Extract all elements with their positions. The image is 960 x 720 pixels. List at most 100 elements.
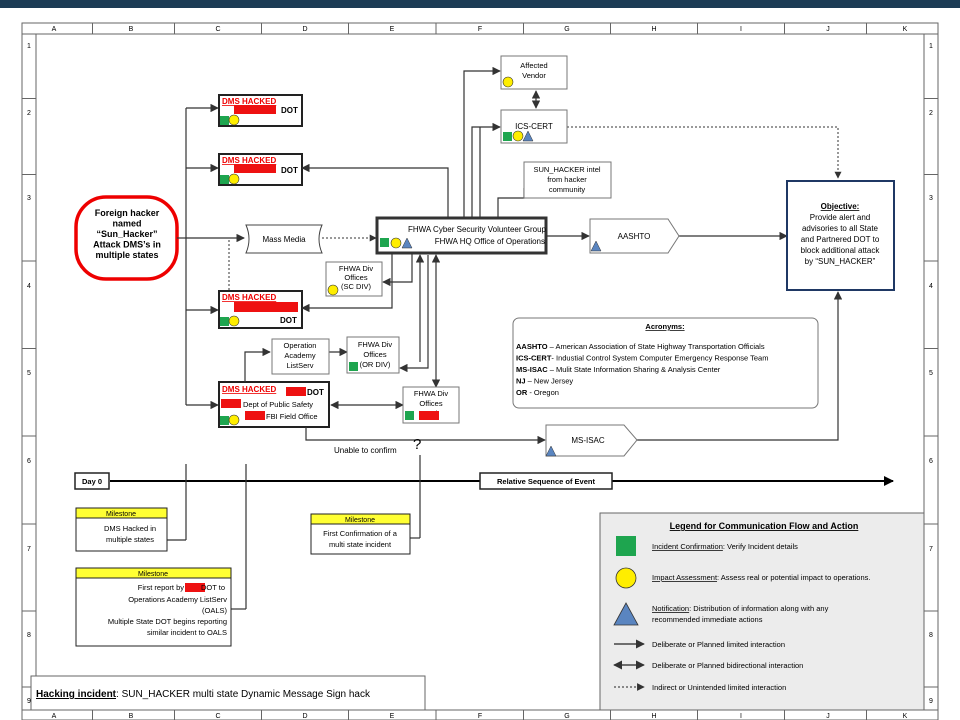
text-line: SUN_HACKER intel (533, 165, 600, 174)
dot-label: DOT (281, 166, 298, 175)
objective-title: Objective: (821, 202, 860, 211)
dms-hacked-node-3: DMS HACKED DOT (218, 290, 303, 329)
dot-label: DOT (281, 106, 298, 115)
column-label: G (564, 713, 569, 720)
text-line: (OR DIV) (360, 360, 391, 369)
row-label: 8 (929, 632, 933, 639)
fhwa-div-nj-node: FHWA DivOfficesDIV) (402, 386, 460, 424)
column-label: E (390, 713, 395, 720)
column-label: G (564, 26, 569, 33)
aashto-label: AASHTO (618, 232, 651, 241)
row-label: 6 (27, 458, 31, 465)
text-line: community (549, 185, 586, 194)
acronym-text: - Oregon (527, 388, 559, 397)
legend-item-3: Notification: Distribution of informatio… (652, 604, 829, 613)
text-line: Vendor (522, 71, 546, 80)
fhwa-hq-label: FHWA HQ Office of Operations (435, 237, 545, 246)
milestone-2-pre: First report by (138, 583, 185, 592)
redacted-bar (221, 399, 241, 408)
redacted-bar (185, 583, 205, 592)
incident-confirmation-icon (220, 317, 229, 326)
text-line: similar incident to OALS (147, 628, 227, 637)
text-line: ListServ (286, 361, 313, 370)
milestone-2-text: Operations Academy ListServ(OALS)Multipl… (108, 595, 228, 637)
ics-cert-label: ICS-CERT (515, 122, 553, 131)
footer-text: Hacking incident: SUN_HACKER multi state… (36, 689, 371, 700)
text-line: First Confirmation of a (323, 529, 398, 538)
text-line: Offices (363, 350, 386, 359)
text-line: Provide alert and (810, 213, 870, 222)
acronyms-title: Acronyms: (645, 322, 684, 331)
dot-label: DOT (280, 316, 297, 325)
text-line: and Partnered DOT to (801, 235, 880, 244)
row-label: 8 (27, 632, 31, 639)
column-label: A (52, 26, 57, 33)
milestone-2-post: DOT to (201, 583, 225, 592)
redacted-bar (234, 105, 276, 114)
dms-hacked-label: DMS HACKED (222, 156, 276, 165)
hacker-branches (177, 103, 245, 410)
dot-label: DOT (307, 388, 324, 397)
row-label: 2 (27, 110, 31, 117)
row-label: 1 (929, 43, 933, 50)
column-label: F (478, 26, 482, 33)
impact-assessment-icon (327, 284, 339, 296)
day0-label: Day 0 (82, 477, 102, 486)
dashed-link (567, 126, 842, 179)
fhwa-cyber-node: FHWA Cyber Security Volunteer Group FHWA… (375, 216, 548, 255)
mass-media-node: Mass Media (245, 224, 323, 254)
timeline: Day 0 Relative Sequence of Event (74, 455, 894, 610)
row-label: 3 (27, 195, 31, 202)
text-line: Operation (284, 341, 317, 350)
top-banner (0, 0, 960, 8)
legend-title: Legend for Communication Flow and Action (670, 521, 859, 531)
impact-assessment-icon (228, 414, 240, 426)
text-line: Offices (419, 399, 442, 408)
column-label: J (826, 26, 830, 33)
text-line: FHWA Div (339, 264, 374, 273)
dms-hacked-node-2: DMS HACKED DOT (218, 153, 303, 186)
row-label: 2 (929, 110, 933, 117)
text-line: Academy (284, 351, 316, 360)
notification-icon (590, 240, 602, 252)
redacted-bar (419, 411, 439, 420)
milestone-label: Milestone (138, 571, 168, 578)
impact-assessment-icon (390, 237, 402, 249)
text-line: Affected (520, 61, 547, 70)
incident-confirmation-icon (380, 238, 389, 247)
incident-confirmation-icon (349, 362, 358, 371)
column-label: C (215, 26, 220, 33)
impact-assessment-icon (512, 130, 524, 142)
column-label: H (651, 26, 656, 33)
notification-icon (401, 237, 413, 249)
legend-arrow-2: Deliberate or Planned bidirectional inte… (652, 661, 803, 670)
dms-hacked-node-1: DMS HACKED DOT (218, 94, 303, 127)
row-label: 1 (27, 43, 31, 50)
dept-public-safety-label: Dept of Public Safety (243, 400, 313, 409)
fhwa-links (244, 66, 843, 445)
impact-assessment-icon (615, 567, 637, 589)
text-line: multiple states (106, 535, 154, 544)
incident-confirmation-icon (220, 116, 229, 125)
row-label: 4 (27, 283, 31, 290)
relative-sequence-label: Relative Sequence of Event (497, 477, 595, 486)
ms-isac-node: MS-ISAC (545, 424, 638, 457)
column-label: C (215, 713, 220, 720)
footer-title: Hacking incident: SUN_HACKER multi state… (30, 675, 426, 711)
text-line: from hacker (547, 175, 587, 184)
column-label: J (826, 713, 830, 720)
text-line: Operations Academy ListServ (128, 595, 227, 604)
text-line: (SC DIV) (341, 282, 372, 291)
text-line: DMS Hacked in (104, 524, 156, 533)
